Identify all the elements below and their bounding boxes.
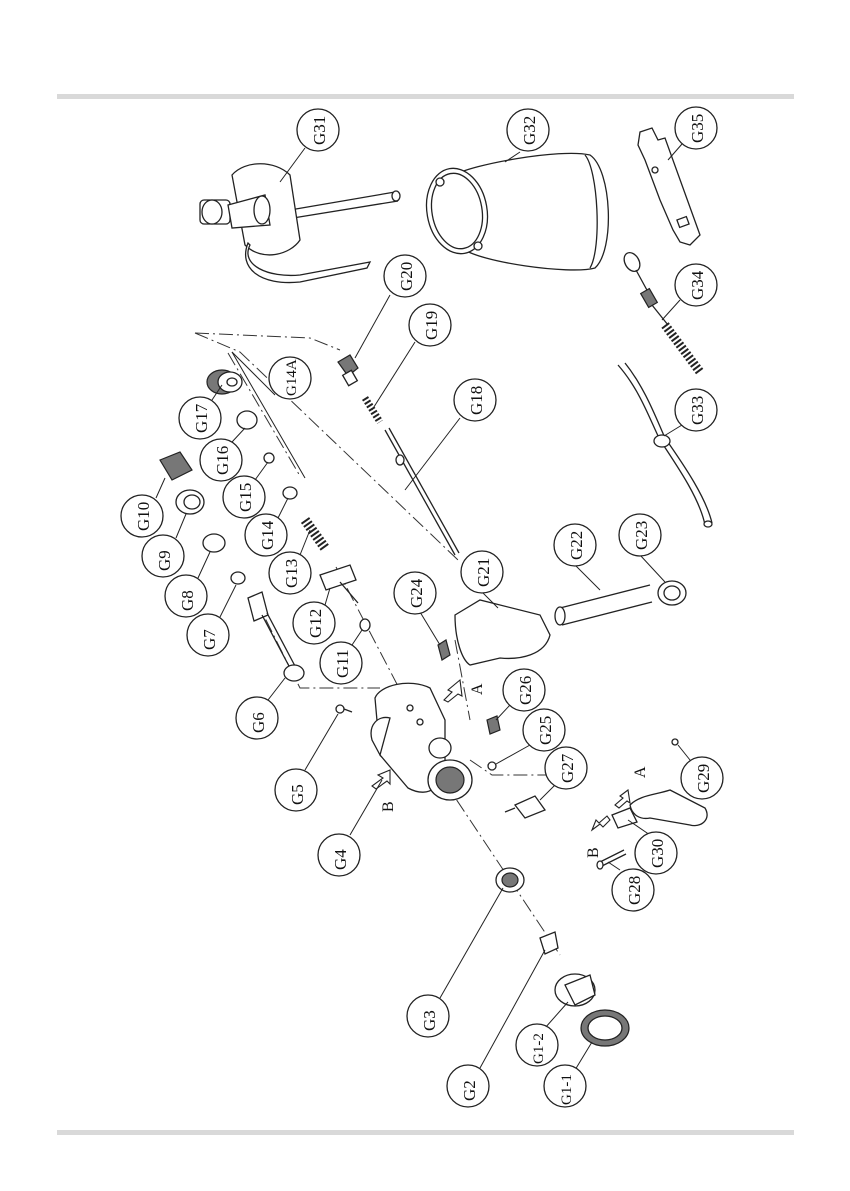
callout-g20: G20 bbox=[355, 255, 426, 358]
svg-text:G13: G13 bbox=[282, 559, 301, 588]
svg-text:G9: G9 bbox=[155, 550, 174, 571]
callout-g1-2: G1-2 bbox=[516, 1002, 568, 1066]
svg-text:G32: G32 bbox=[520, 116, 539, 145]
part-g32-drawing bbox=[420, 153, 608, 270]
callout-g23: G23 bbox=[619, 514, 665, 582]
svg-text:G26: G26 bbox=[516, 676, 535, 705]
callout-g6: G6 bbox=[236, 678, 285, 739]
callout-g30: G30 bbox=[628, 820, 677, 874]
flow-letter-a: A bbox=[469, 683, 486, 695]
part-g33-drawing bbox=[618, 363, 712, 527]
svg-text:G2: G2 bbox=[460, 1080, 479, 1101]
svg-text:G12: G12 bbox=[306, 609, 325, 638]
callout-g4: G4 bbox=[318, 780, 382, 876]
svg-text:G11: G11 bbox=[333, 649, 352, 678]
part-g1-g2-g3-drawing bbox=[496, 868, 629, 1046]
callout-g32: G32 bbox=[505, 109, 549, 162]
callout-g31: G31 bbox=[280, 109, 339, 182]
arrow-a-gun bbox=[444, 680, 462, 702]
callout-g12: G12 bbox=[293, 588, 335, 644]
callout-g34: G34 bbox=[662, 264, 717, 320]
arrow-b-trigger bbox=[592, 816, 610, 830]
svg-text:G23: G23 bbox=[632, 521, 651, 550]
svg-text:G27: G27 bbox=[558, 753, 577, 783]
svg-text:G14A: G14A bbox=[284, 359, 300, 396]
callout-g21: G21 bbox=[461, 551, 503, 608]
arrow-b-gun bbox=[372, 770, 390, 789]
svg-text:G31: G31 bbox=[310, 116, 329, 145]
svg-text:G21: G21 bbox=[474, 558, 493, 587]
svg-text:G8: G8 bbox=[178, 590, 197, 611]
callout-g24: G24 bbox=[394, 572, 440, 645]
svg-text:G15: G15 bbox=[236, 483, 255, 512]
callout-g35: G35 bbox=[668, 107, 717, 160]
svg-text:G4: G4 bbox=[331, 849, 350, 870]
svg-text:G20: G20 bbox=[397, 262, 416, 291]
part-g31-drawing bbox=[200, 164, 400, 283]
callout-g19: G19 bbox=[372, 304, 451, 410]
svg-text:G30: G30 bbox=[648, 839, 667, 868]
svg-text:G24: G24 bbox=[407, 578, 426, 608]
callout-g22: G22 bbox=[554, 524, 600, 590]
svg-text:G10: G10 bbox=[134, 502, 153, 531]
svg-text:G3: G3 bbox=[420, 1010, 439, 1031]
svg-text:G14: G14 bbox=[258, 520, 277, 550]
svg-text:G19: G19 bbox=[422, 311, 441, 340]
svg-text:G22: G22 bbox=[567, 531, 586, 560]
svg-text:G28: G28 bbox=[625, 876, 644, 905]
part-g20-g19-g18-drawing bbox=[338, 355, 459, 555]
callout-g18: G18 bbox=[405, 379, 496, 490]
svg-text:G25: G25 bbox=[536, 716, 555, 745]
svg-text:G29: G29 bbox=[694, 764, 713, 793]
svg-text:G34: G34 bbox=[688, 270, 707, 300]
svg-text:G6: G6 bbox=[249, 712, 268, 733]
part-g21-g22-g23-drawing bbox=[438, 581, 686, 665]
callout-g29: G29 bbox=[678, 745, 723, 799]
flow-letter-a: A bbox=[632, 766, 649, 778]
svg-text:G5: G5 bbox=[288, 784, 307, 805]
part-g4-drawing bbox=[336, 683, 472, 800]
callout-g5: G5 bbox=[275, 714, 338, 811]
svg-text:G7: G7 bbox=[200, 629, 219, 650]
svg-text:G16: G16 bbox=[213, 446, 232, 475]
svg-text:G1-1: G1-1 bbox=[559, 1074, 575, 1105]
arrow-a-trigger bbox=[615, 790, 630, 808]
callout-g27: G27 bbox=[540, 747, 587, 800]
flow-letter-b: B bbox=[585, 847, 602, 858]
svg-text:G35: G35 bbox=[688, 114, 707, 143]
svg-text:G33: G33 bbox=[688, 396, 707, 425]
callout-g3: G3 bbox=[407, 888, 503, 1037]
svg-text:G17: G17 bbox=[192, 403, 211, 433]
callout-g10: G10 bbox=[121, 478, 165, 537]
svg-text:G1-2: G1-2 bbox=[531, 1033, 547, 1064]
svg-text:G18: G18 bbox=[467, 386, 486, 415]
callout-g33: G33 bbox=[664, 389, 717, 436]
flow-letter-b: B bbox=[380, 801, 397, 812]
